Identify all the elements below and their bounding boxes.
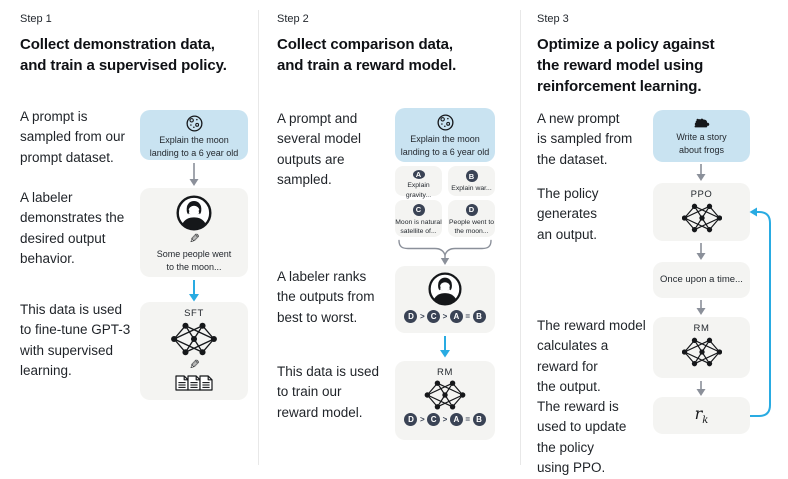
ranking-operator: > — [419, 312, 425, 321]
step-3-heading: Optimize a policy against the reward mod… — [537, 36, 715, 95]
step-3-label: Step 3 — [537, 13, 569, 25]
labeler-box-step2: D > C > A = B — [395, 266, 495, 333]
model-label: SFT — [184, 308, 204, 319]
documents-icon — [175, 375, 213, 391]
down-arrow-gray — [189, 163, 199, 186]
output-sample-a: A Explain gravity... — [395, 166, 442, 199]
step-1-label: Step 1 — [20, 13, 52, 25]
output-caption: Moon is natural satellite of... — [395, 218, 442, 236]
model-label: RM — [437, 367, 453, 378]
ranking-badge: B — [472, 413, 486, 426]
step-1-paragraph: A labeler demonstrates the desired outpu… — [20, 190, 125, 266]
step-3-paragraph: The reward model calculates a reward for… — [537, 318, 646, 394]
prompt-box-step3: Write a story about frogs — [653, 110, 750, 162]
output-text: Once upon a time... — [660, 274, 743, 286]
prompt-box-step1: Explain the moon landing to a 6 year old — [140, 110, 248, 160]
ranking-badge: A — [449, 413, 463, 426]
sft-model-box: SFT ✎ — [140, 302, 248, 400]
ranking-badge: D — [404, 413, 418, 426]
model-label: RM — [693, 323, 710, 334]
ranking-badge: C — [427, 413, 441, 426]
model-label: PPO — [690, 189, 713, 200]
down-arrow-gray — [696, 381, 706, 396]
network-icon — [171, 321, 217, 357]
brace-arrow — [398, 239, 492, 265]
output-key-badge: A — [412, 170, 425, 179]
network-icon — [424, 379, 466, 411]
step-1-heading: Collect demonstration data, and train a … — [20, 36, 227, 74]
output-key-badge: B — [465, 170, 478, 182]
ranking-row: D > C > A = B — [404, 413, 486, 426]
down-arrow-gray — [696, 300, 706, 315]
output-key-badge: C — [412, 204, 425, 216]
ranking-operator: > — [419, 415, 425, 424]
ranking-operator: = — [465, 415, 470, 424]
ranking-badge: B — [472, 310, 486, 323]
ranking-badge: C — [427, 310, 441, 323]
output-caption: People went to the moon... — [449, 218, 494, 236]
prompt-text: Explain the moon landing to a 6 year old — [149, 135, 239, 158]
step-3-paragraph: The reward is used to update the policy … — [537, 399, 627, 475]
network-icon — [682, 336, 722, 368]
output-sample-b: B Explain war... — [448, 166, 495, 196]
down-arrow-gray — [696, 164, 706, 181]
column-divider — [258, 10, 259, 465]
step-2-paragraph: A labeler ranks the outputs from best to… — [277, 269, 375, 325]
ppo-policy-box: PPO — [653, 183, 750, 241]
down-arrow-gray — [696, 243, 706, 260]
step-2-heading: Collect comparison data, and train a rew… — [277, 36, 457, 74]
feedback-loop-arrow — [749, 207, 771, 417]
reward-value-box: rk — [653, 397, 750, 434]
step-3-paragraph: A new prompt is sampled from the dataset… — [537, 111, 633, 167]
ranking-row: D > C > A = B — [404, 310, 486, 323]
prompt-text: Explain the moon landing to a 6 year old — [400, 134, 490, 157]
pencil-icon: ✎ — [188, 358, 200, 373]
labeler-icon — [176, 195, 212, 231]
ranking-badge: A — [449, 310, 463, 323]
step-1-paragraph: A prompt is sampled from our prompt data… — [20, 109, 126, 165]
step-2-paragraph: A prompt and several model outputs are s… — [277, 111, 362, 187]
step-3-paragraph: The policy generates an output. — [537, 186, 599, 242]
output-caption: Explain war... — [451, 185, 492, 192]
down-arrow-blue — [189, 280, 199, 302]
labeler-icon — [428, 272, 462, 306]
output-sample-c: C Moon is natural satellite of... — [395, 200, 442, 237]
prompt-box-step2: Explain the moon landing to a 6 year old — [395, 108, 495, 162]
ranking-operator: = — [465, 312, 470, 321]
pencil-icon: ✎ — [188, 232, 200, 247]
down-arrow-blue — [440, 336, 450, 358]
step-2-label: Step 2 — [277, 13, 309, 25]
step-2-paragraph: This data is used to train our reward mo… — [277, 364, 380, 420]
network-icon — [682, 202, 722, 234]
moon-icon — [186, 115, 203, 132]
ranking-operator: > — [442, 415, 448, 424]
prompt-text: Write a story about frogs — [676, 132, 727, 155]
ranking-operator: > — [442, 312, 448, 321]
moon-icon — [437, 114, 454, 131]
reward-symbol: rk — [694, 404, 709, 427]
frog-icon — [693, 116, 711, 129]
policy-output-box: Once upon a time... — [653, 262, 750, 298]
labeler-box-step1: ✎ Some people went to the moon... — [140, 188, 248, 277]
output-sample-d: D People went to the moon... — [448, 200, 495, 237]
column-divider — [520, 10, 521, 465]
rm-model-box: RM D > C > A = B — [395, 361, 495, 440]
step-1-paragraph: This data is used to fine-tune GPT-3 wit… — [20, 302, 131, 378]
rm-model-box-step3: RM — [653, 317, 750, 378]
output-key-badge: D — [465, 204, 478, 216]
output-caption: Explain gravity... — [405, 182, 432, 199]
demonstration-text: Some people went to the moon... — [156, 249, 232, 272]
ranking-badge: D — [404, 310, 418, 323]
